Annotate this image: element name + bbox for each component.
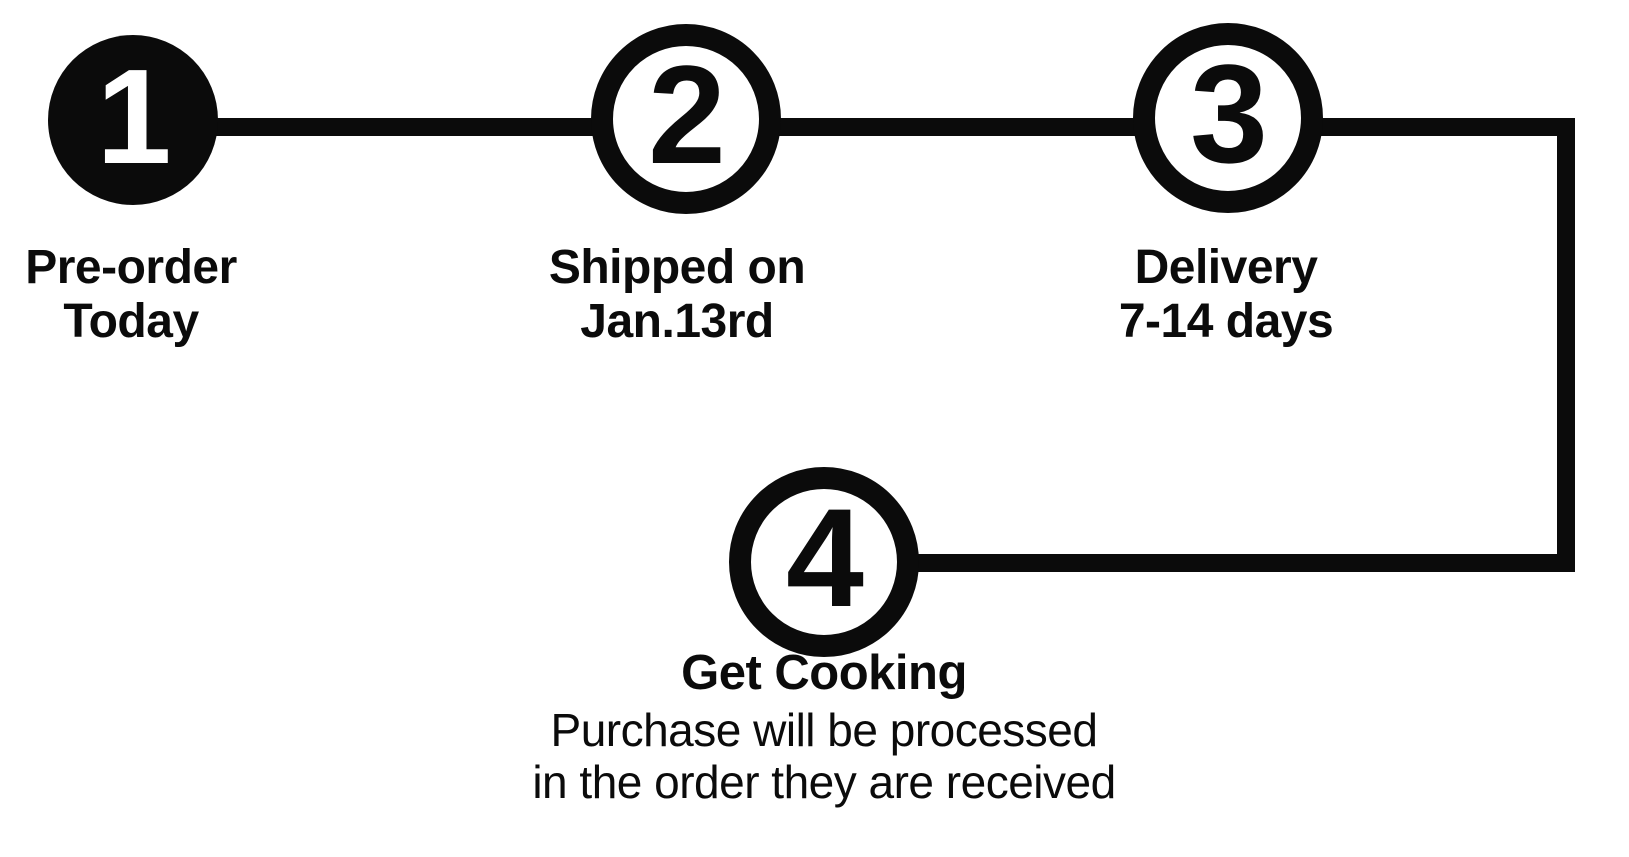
step-4-label: Get Cooking bbox=[681, 646, 967, 700]
connector-line-top bbox=[133, 118, 1575, 136]
step-1-number: 1 bbox=[96, 40, 171, 192]
step-2-label-line-2: Jan.13rd bbox=[580, 295, 774, 348]
step-2-number: 2 bbox=[648, 36, 726, 193]
step-2-label: Shipped on Jan.13rd bbox=[548, 241, 806, 349]
step-3-circle: 3 bbox=[1133, 23, 1323, 213]
step-3-number: 3 bbox=[1190, 35, 1268, 192]
step-3-label: Delivery 7-14 days bbox=[1118, 241, 1334, 349]
step-1-label-line-1: Pre-order bbox=[25, 241, 237, 294]
step-2-label-line-1: Shipped on bbox=[548, 241, 806, 294]
step-3-label-line-1: Delivery bbox=[1134, 241, 1318, 294]
step-1-circle: 1 bbox=[48, 35, 218, 205]
step-2-circle: 2 bbox=[591, 24, 781, 214]
step-4-caption-line-1: Purchase will be processed bbox=[550, 704, 1098, 756]
step-4-caption: Purchase will be processed in the order … bbox=[532, 704, 1116, 808]
step-4-caption-line-2: in the order they are received bbox=[532, 756, 1116, 808]
step-4-number: 4 bbox=[786, 479, 864, 636]
step-1-label: Pre-order Today bbox=[25, 241, 237, 349]
step-3-label-line-2: 7-14 days bbox=[1118, 295, 1334, 348]
step-1-label-line-2: Today bbox=[63, 295, 199, 348]
step-4-circle: 4 bbox=[729, 467, 919, 657]
connector-line-bottom bbox=[824, 554, 1575, 572]
step-4-label-line-1: Get Cooking bbox=[681, 646, 967, 700]
connector-line-right bbox=[1557, 118, 1575, 572]
